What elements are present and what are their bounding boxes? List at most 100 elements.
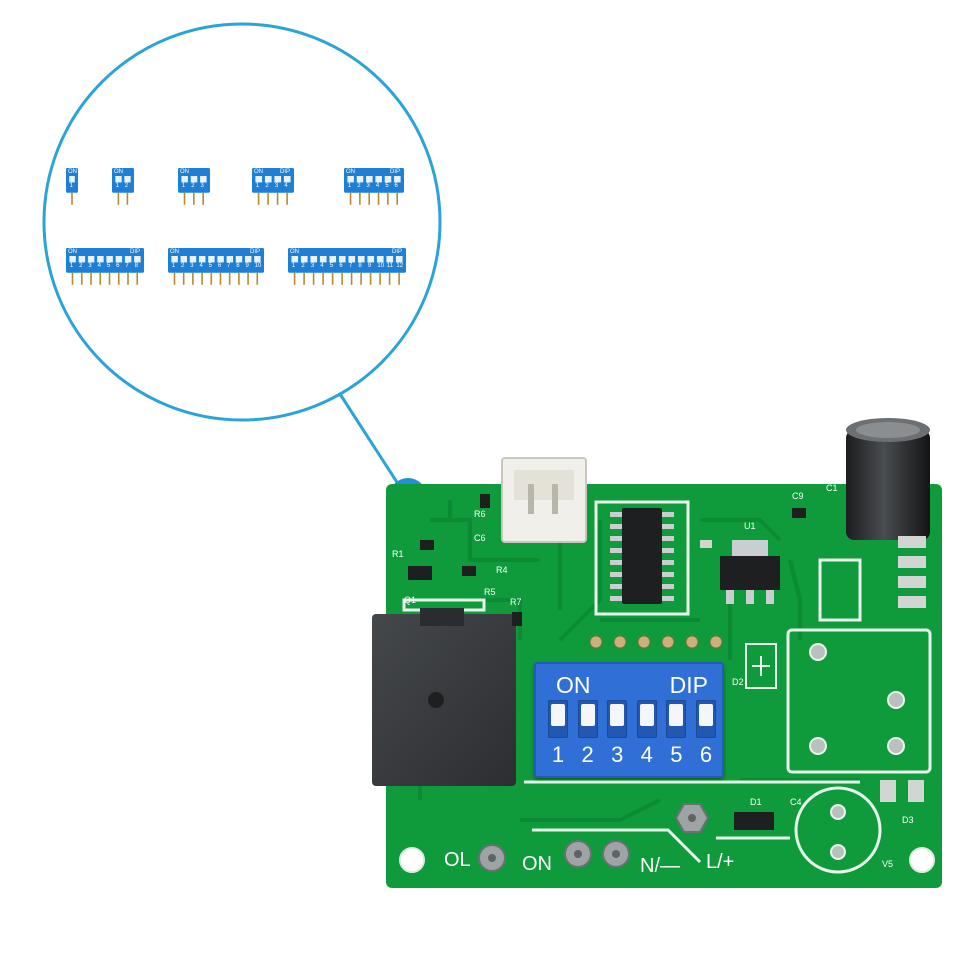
small-dip-knob	[384, 176, 392, 183]
small-dip-pin	[322, 272, 324, 285]
dip-slot-row	[548, 700, 716, 738]
small-dip-pin	[80, 272, 83, 285]
small-dip-number: 2	[181, 263, 185, 270]
dip-switch-6-position: ON DIP 1 2 3 4 5 6	[534, 662, 724, 778]
small-dip-number: 5	[329, 263, 334, 270]
small-dip-on-label: ON	[346, 169, 355, 175]
dip-slot-2[interactable]	[577, 700, 598, 738]
small-dip-pin	[182, 272, 185, 285]
small-dip-number: 4	[199, 263, 203, 270]
terminal-label-neutral: N/—	[640, 855, 680, 877]
small-dip-pin	[192, 272, 194, 285]
small-dip-on-label: ON	[290, 249, 299, 255]
dip-knob	[551, 704, 565, 726]
small-dip-number: 6	[116, 263, 120, 270]
small-dip-switch-group	[66, 168, 406, 285]
small-dip-body	[252, 168, 294, 193]
small-dip-knob	[310, 256, 318, 263]
small-dip-pin	[331, 272, 334, 285]
label-r5: R5	[484, 587, 496, 597]
small-dip-number: 4	[375, 183, 380, 190]
small-dip-number: 3	[190, 263, 194, 270]
small-dip-number: 2	[357, 183, 361, 190]
small-dip-knob	[97, 256, 104, 263]
dip-number: 5	[670, 742, 683, 767]
small-dip-knob	[134, 256, 141, 263]
small-dip-knob	[254, 256, 261, 263]
dip-number: 3	[611, 742, 624, 767]
dip-knob	[610, 704, 625, 726]
small-dip-pin	[127, 272, 129, 285]
small-dip-on-label: ON	[180, 169, 189, 175]
small-dip-body	[66, 248, 144, 273]
small-dip-number: 1	[115, 183, 120, 190]
small-dip-number: 1	[171, 263, 176, 270]
small-dip-pin	[257, 192, 260, 205]
small-dip-knob	[171, 256, 178, 263]
small-dip-body	[288, 248, 406, 273]
small-dip-pin	[238, 272, 240, 285]
small-dip-body	[168, 248, 264, 273]
small-dip-brand-label: DIP	[250, 249, 261, 255]
small-dip-knob	[78, 256, 86, 263]
small-dip-number: 6	[217, 263, 222, 270]
small-dip-number: 4	[97, 263, 101, 270]
small-dip-number: 9	[367, 263, 372, 270]
small-dip-pin	[341, 272, 343, 285]
small-dip-pin	[377, 192, 380, 205]
small-dip-number: 1	[255, 183, 260, 190]
label-r1: R1	[392, 549, 404, 559]
small-dip-on-label: ON	[170, 249, 179, 255]
small-dip-knob	[255, 176, 263, 183]
small-dip-knob	[217, 256, 224, 263]
label-d2: D2	[732, 677, 744, 687]
dip-slot-5[interactable]	[666, 700, 687, 738]
small-dip-number: 3	[88, 263, 92, 270]
label-c6: C6	[474, 533, 486, 543]
small-dip-knob	[181, 176, 188, 183]
small-dip-number: 4	[284, 183, 288, 190]
small-dip-pin	[71, 192, 73, 205]
dip-slot-1[interactable]	[548, 700, 568, 738]
small-dip-pin	[369, 272, 372, 285]
small-dip-number: 6	[339, 263, 343, 270]
terminal-label-on: ON	[522, 853, 552, 875]
small-dip-body	[112, 168, 134, 193]
terminal-label-ol: OL	[444, 849, 471, 871]
dip-slot-4[interactable]	[636, 700, 657, 738]
small-dip-knob	[69, 256, 76, 263]
dip-number: 4	[640, 742, 653, 767]
small-dip-pin	[256, 272, 259, 285]
small-dip-number: 7	[348, 263, 353, 270]
small-dip-number: 1	[69, 183, 73, 190]
small-dip-number: 1	[291, 263, 296, 270]
small-dip-knob	[115, 256, 123, 263]
small-dip-knob	[283, 176, 291, 183]
label-q1: Q1	[404, 595, 417, 605]
small-dip-pin	[219, 272, 222, 285]
small-dip-knob	[198, 256, 206, 263]
small-dip-knob	[235, 256, 243, 263]
pcb-board	[372, 418, 942, 888]
dip-slot-6[interactable]	[695, 700, 716, 738]
small-dip-pin	[267, 192, 269, 205]
dip-number: 1	[551, 742, 565, 767]
small-dip-knob	[208, 256, 215, 263]
small-dip-body	[344, 168, 404, 193]
small-dip-pin	[293, 272, 296, 285]
small-dip-number: 6	[394, 183, 398, 190]
small-dip-pin	[303, 272, 305, 285]
dip-slot-3[interactable]	[607, 700, 628, 738]
small-dip-number: 3	[200, 183, 204, 190]
small-dip-pin	[202, 192, 204, 205]
small-dip-knob	[394, 176, 401, 183]
small-dip-on-label: ON	[114, 169, 123, 175]
small-dip-pin	[90, 272, 92, 285]
small-dip-pin	[388, 272, 391, 285]
small-dip-pin	[396, 192, 398, 205]
small-dip-pin	[108, 272, 111, 285]
dip-knob	[580, 704, 595, 726]
small-dip-knob	[190, 176, 198, 183]
label-r4: R4	[496, 565, 508, 575]
